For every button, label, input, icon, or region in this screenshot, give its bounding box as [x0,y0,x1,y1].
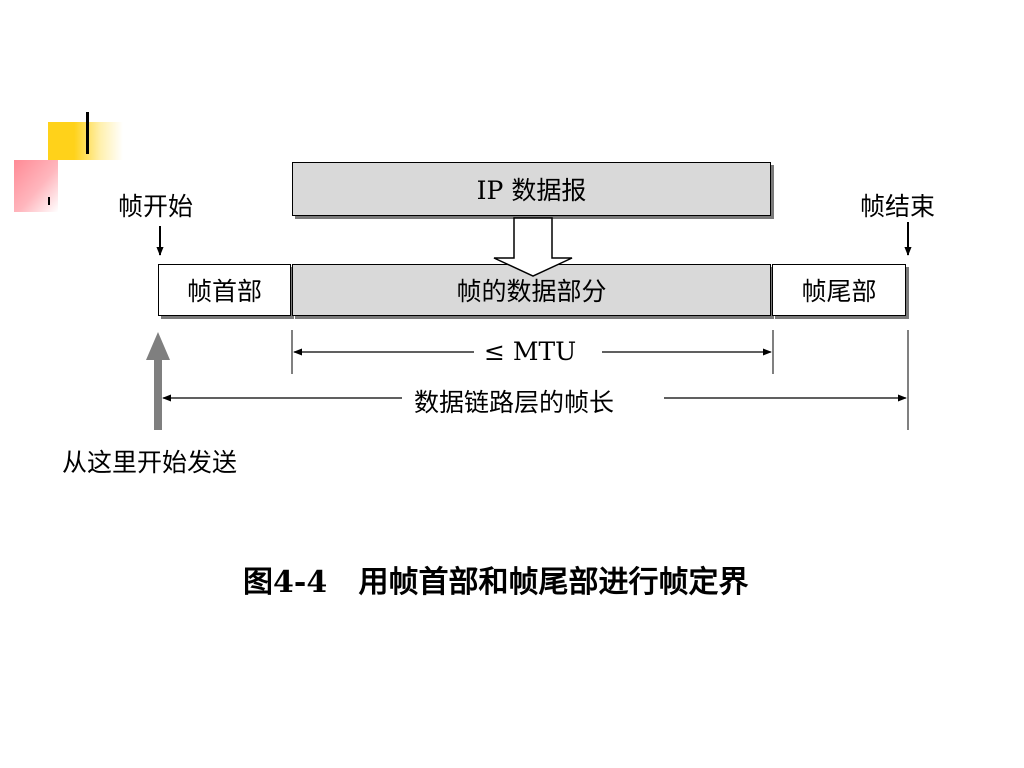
corner-decoration-yellow [48,122,123,160]
ip-datagram-label: IP 数据报 [476,176,587,205]
mtu-label: ≤ MTU [484,337,577,366]
send-start-arrow [146,332,170,430]
frame-data-label: 帧的数据部分 [456,277,607,306]
encapsulation-arrow [493,217,573,277]
corner-decoration-tick [48,197,50,205]
frame-trailer-box: 帧尾部 [772,264,906,316]
ip-datagram-box: IP 数据报 [292,162,771,216]
frame-trailer-label: 帧尾部 [801,277,877,306]
corner-decoration-pink [14,160,58,212]
send-start-label: 从这里开始发送 [62,448,238,477]
figure-caption: 图4-4 用帧首部和帧尾部进行帧定界 [243,565,749,600]
corner-decoration-line [86,112,89,154]
frame-header-label: 帧首部 [186,277,262,306]
frame-length-label: 数据链路层的帧长 [414,388,615,417]
frame-start-label: 帧开始 [118,192,194,221]
frame-end-label: 帧结束 [860,192,936,221]
frame-header-box: 帧首部 [158,264,291,316]
